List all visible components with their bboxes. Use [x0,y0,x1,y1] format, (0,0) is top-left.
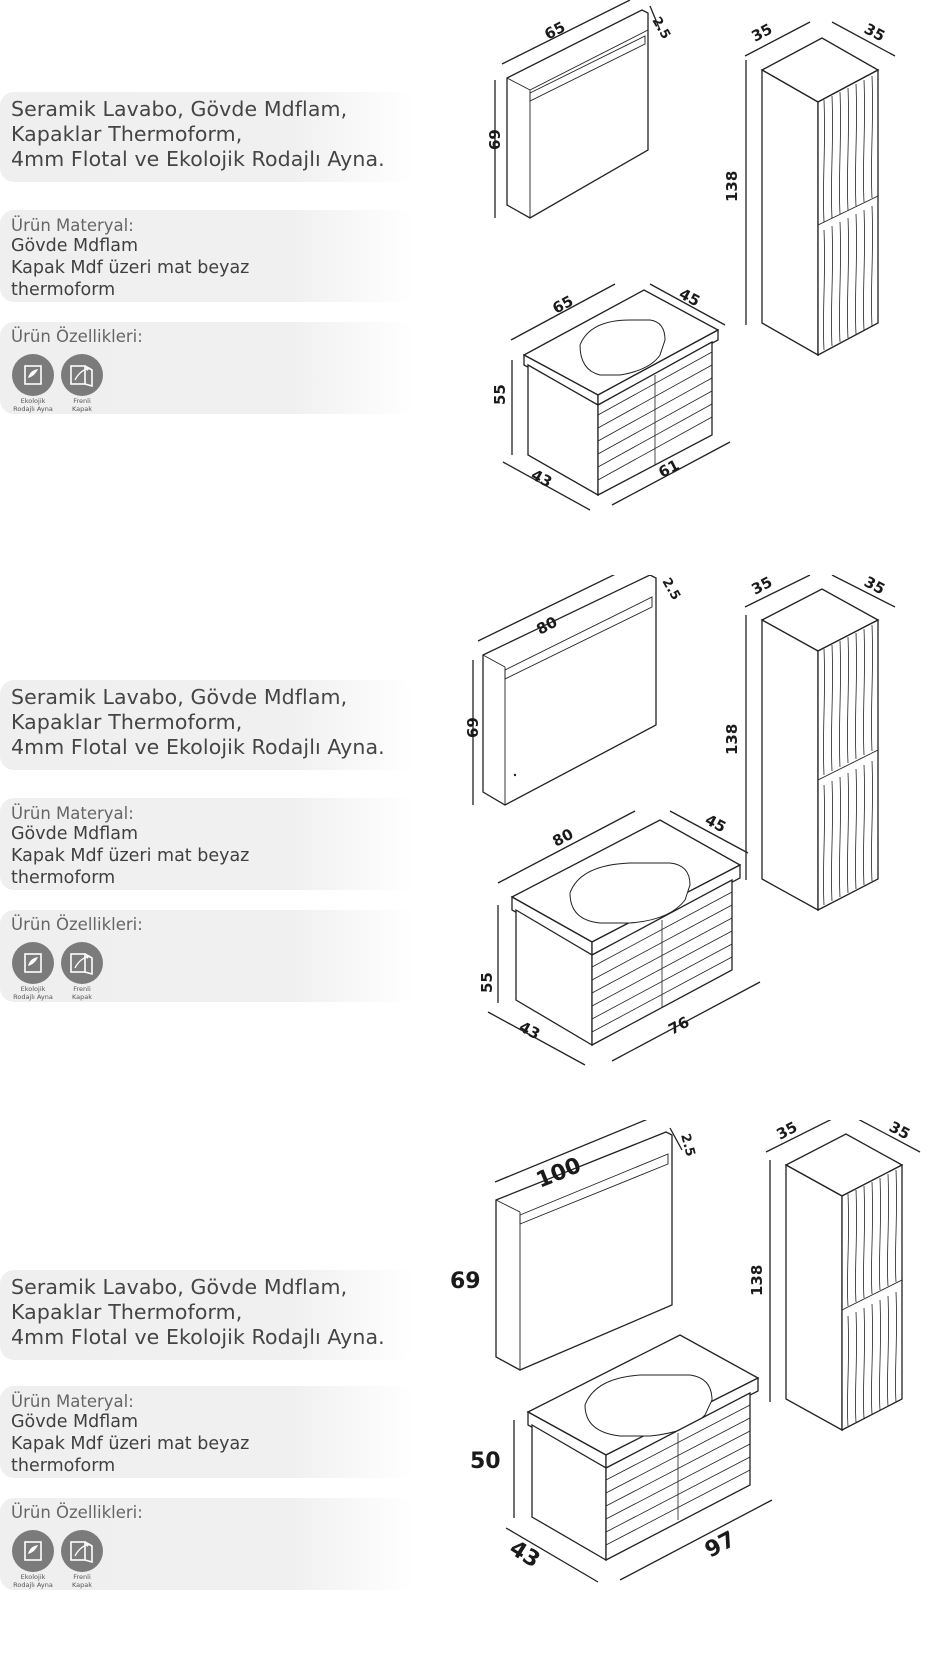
vanity-drawing [487,810,761,1066]
column-height-label: 138 [723,171,741,202]
material-line: Gövde Mdflam [11,236,139,256]
description-line: Kapaklar Thermoform, [11,710,243,734]
vanity-depth-label: 45 [676,285,703,311]
column-height-label: 138 [723,724,741,755]
material-line: thermoform [11,280,116,300]
material-heading: Ürün Materyal: [11,804,134,823]
features-heading: Ürün Özellikleri: [11,327,143,346]
material-line: Gövde Mdflam [11,1412,139,1432]
mirror-width-label: 65 [541,18,568,44]
eco-mirror-icon [12,354,54,396]
feature-caption: Kapak [71,404,92,413]
product-section-1: Seramik Lavabo, Gövde Mdflam, Kapaklar T… [0,0,932,550]
product-diagram-2: 80 2.5 69 35 35 138 80 45 55 43 76 [464,575,896,1066]
material-box: Ürün Materyal: Gövde Mdflam Kapak Mdf üz… [0,1386,415,1478]
mirror-height-label: 69 [450,1269,481,1294]
column-drawing [744,21,896,357]
column-depth-label: 35 [861,575,888,598]
soft-close-icon [61,354,103,396]
vanity-height-label: 55 [491,384,509,405]
material-line: thermoform [11,868,116,888]
feature-caption: Ekolojik [20,397,46,405]
vanity-height-label: 55 [478,972,496,993]
eco-mirror-icon [12,1530,54,1572]
column-depth-label: 35 [861,20,888,46]
column-width-label: 35 [773,1120,800,1144]
column-width-label: 35 [748,575,775,599]
mirror-height-label: 69 [486,129,504,150]
base-depth-label: 43 [505,1536,544,1573]
column-drawing [765,1120,921,1432]
material-line: Gövde Mdflam [11,824,139,844]
feature-caption: Rodajlı Ayna [13,992,53,1001]
material-heading: Ürün Materyal: [11,1392,134,1411]
soft-close-icon [61,1530,103,1572]
feature-caption: Frenli [73,397,91,405]
features-heading: Ürün Özellikleri: [11,1503,143,1522]
description-line: Kapaklar Thermoform, [11,122,243,146]
description-line: Seramik Lavabo, Gövde Mdflam, [11,97,348,121]
vanity-drawing [505,1334,773,1583]
material-box: Ürün Materyal: Gövde Mdflam Kapak Mdf üz… [0,210,415,302]
column-depth-label: 35 [886,1120,913,1143]
mirror-drawing [494,0,661,219]
description-box: Seramik Lavabo, Gövde Mdflam, Kapaklar T… [0,1270,415,1360]
features-heading: Ürün Özellikleri: [11,915,143,934]
feature-caption: Ekolojik [20,1573,46,1581]
column-height-label: 138 [748,1265,766,1296]
feature-caption: Frenli [73,985,91,993]
product-diagram-1: 65 2.5 69 35 35 138 65 45 55 43 61 [486,0,896,511]
description-line: Seramik Lavabo, Gövde Mdflam, [11,685,348,709]
eco-mirror-icon [12,942,54,984]
mirror-depth-label: 2.5 [659,576,684,603]
description-line: 4mm Flotal ve Ekolojik Rodajlı Ayna. [11,147,385,171]
material-line: Kapak Mdf üzeri mat beyaz [11,258,250,278]
material-box: Ürün Materyal: Gövde Mdflam Kapak Mdf üz… [0,798,415,890]
column-drawing [744,575,896,912]
base-depth-label: 43 [528,466,555,492]
mirror-drawing [494,1120,683,1371]
base-width-label: 76 [665,1013,692,1039]
feature-caption: Rodajlı Ayna [13,1580,53,1589]
vanity-drawing [502,283,731,511]
material-line: Kapak Mdf üzeri mat beyaz [11,1434,250,1454]
vanity-width-label: 80 [549,825,576,851]
description-line: 4mm Flotal ve Ekolojik Rodajlı Ayna. [11,735,385,759]
soft-close-icon [61,942,103,984]
material-heading: Ürün Materyal: [11,216,134,235]
feature-caption: Rodajlı Ayna [13,404,53,413]
mirror-depth-label: 2.5 [677,1132,697,1158]
feature-caption: Kapak [71,1580,92,1589]
base-width-label: 97 [701,1527,740,1563]
vanity-depth-label: 45 [702,811,729,837]
feature-caption: Frenli [73,1573,91,1581]
material-line: thermoform [11,1456,116,1476]
mirror-height-label: 69 [464,717,482,738]
description-box: Seramik Lavabo, Gövde Mdflam, Kapaklar T… [0,680,415,770]
feature-caption: Kapak [71,992,92,1001]
material-line: Kapak Mdf üzeri mat beyaz [11,846,250,866]
product-section-2: Seramik Lavabo, Gövde Mdflam, Kapaklar T… [0,575,932,1125]
description-line: Kapaklar Thermoform, [11,1300,243,1324]
description-line: 4mm Flotal ve Ekolojik Rodajlı Ayna. [11,1325,385,1349]
product-section-3: Seramik Lavabo, Gövde Mdflam, Kapaklar T… [0,1120,932,1670]
vanity-height-label: 50 [470,1449,501,1474]
feature-caption: Ekolojik [20,985,46,993]
product-diagram-3: 100 2.5 69 35 35 138 50 43 97 [450,1120,921,1583]
mirror-depth-label: 2.5 [649,15,674,42]
vanity-width-label: 65 [549,292,576,318]
description-line: Seramik Lavabo, Gövde Mdflam, [11,1275,348,1299]
mirror-drawing [472,575,657,806]
description-box: Seramik Lavabo, Gövde Mdflam, Kapaklar T… [0,92,415,182]
